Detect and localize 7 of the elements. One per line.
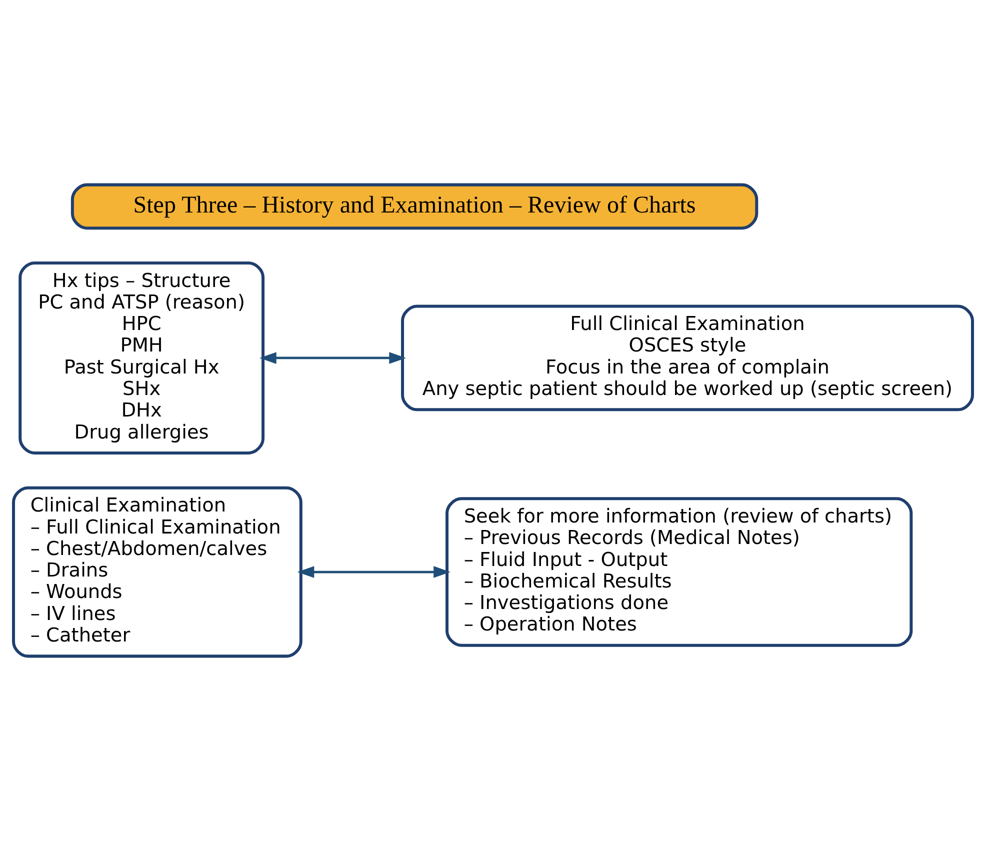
node-box: Step Three – History and Examination – Review of Charts (70, 183, 758, 230)
arrow (260, 352, 406, 364)
node-box: Full Clinical Examination OSCES style Focus in the area of complain Any septic patient should be worked up (septic screen) (401, 304, 974, 412)
node-box: Seek for more information (review of charts) – Previous Records (Medical Notes) – Fluid Input - Output – Biochemical Results – Investigations done – Operation Notes (446, 497, 913, 647)
node-box: Hx tips – Structure PC and ATSP (reason) HPC PMH Past Surgical Hx SHx DHx Drug allergies (18, 261, 265, 454)
node-box: Clinical Examination – Full Clinical Examination – Chest/Abdomen/calves – Drains – Wounds – IV lines – Catheter (12, 486, 302, 658)
arrow (297, 566, 450, 578)
